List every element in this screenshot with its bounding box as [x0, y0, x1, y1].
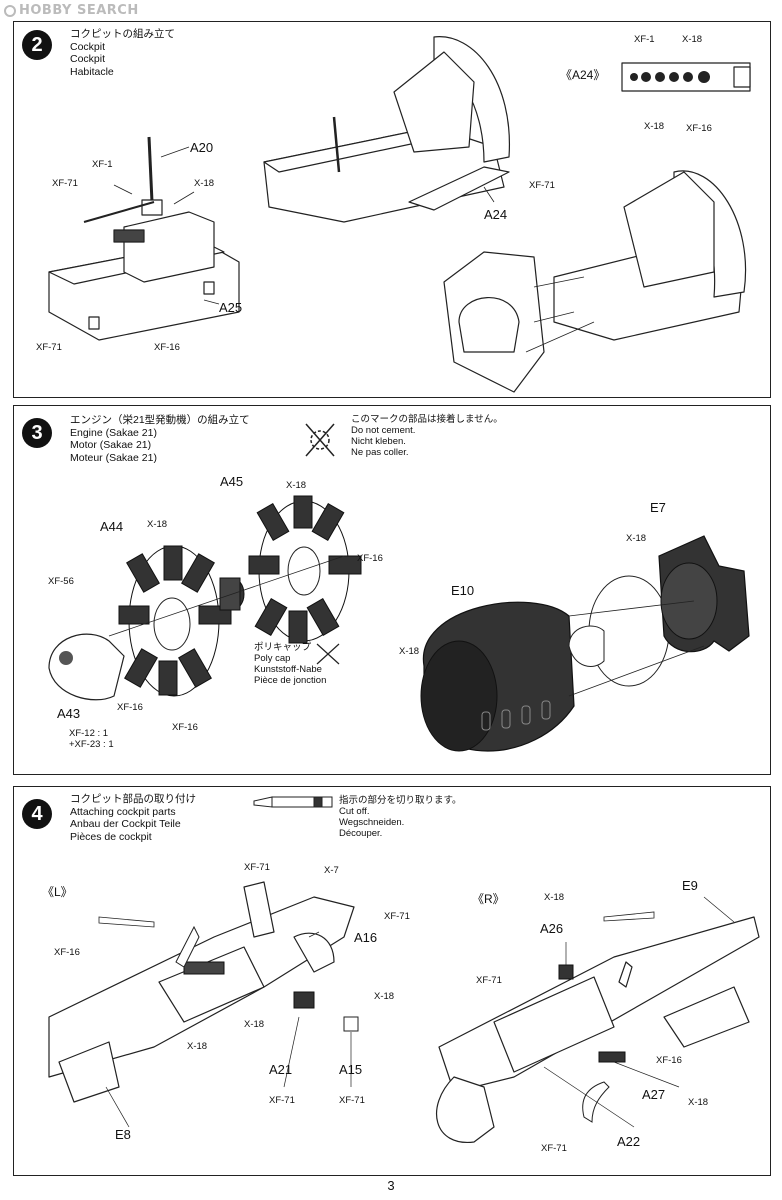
step-2-panel: 2 コクピットの組み立て Cockpit Cockpit Habitacle [13, 21, 771, 398]
part-e9-label: E9 [682, 878, 698, 893]
right-half-label: 《R》 [472, 892, 505, 906]
part-a25-label: A25 [219, 300, 243, 315]
part-e10-label: E10 [451, 583, 475, 598]
paint-xf1-label: XF-1 [92, 159, 113, 170]
paint-xf16-label: XF-16 [117, 702, 143, 713]
paint-xf71-label: XF-71 [36, 342, 62, 353]
paint-xf16-label: XF-16 [54, 947, 80, 958]
paint-x18-label: X-18 [626, 533, 647, 544]
paint-x18-label: X-18 [544, 892, 565, 903]
part-a44-label: A44 [100, 519, 124, 534]
paint-xf71-label: XF-71 [541, 1143, 567, 1154]
step-4-number: 4 [22, 799, 52, 829]
inset-paint-x18-label: X-18 [644, 121, 665, 132]
part-a24-label: A24 [484, 207, 508, 222]
part-a43-label: A43 [57, 706, 81, 721]
part-a15-label: A15 [339, 1062, 363, 1077]
paint-x7-label: X-7 [324, 865, 339, 876]
poly-cap-no-cement-icon [316, 643, 340, 665]
cut-off-note: 指示の部分を切り取ります。 Cut off. Wegschneiden. Déc… [339, 795, 462, 839]
step-2-number: 2 [22, 30, 52, 60]
paint-x18-label: X-18 [688, 1097, 709, 1108]
part-a26-label: A26 [540, 921, 564, 936]
part-a27-label: A27 [642, 1087, 666, 1102]
poly-cap-label: ポリキャップ Poly cap Kunststoff-Nabe Pièce de… [254, 642, 327, 686]
paint-xf71-label: XF-71 [269, 1095, 295, 1106]
part-a21-label: A21 [269, 1062, 293, 1077]
paint-xf71-label: XF-71 [384, 911, 410, 922]
part-a20-label: A20 [190, 140, 214, 155]
do-not-cement-note: このマークの部品は接着しません。 Do not cement. Nicht kl… [351, 414, 503, 458]
part-e8-label: E8 [115, 1127, 131, 1142]
step-3-engine-illustration [48, 423, 750, 752]
step-4-fuselage-illustration [48, 796, 760, 1143]
part-e7-label: E7 [650, 500, 666, 515]
paint-xf16-label: XF-16 [172, 722, 198, 733]
step-4-title: コクピット部品の取り付け Attaching cockpit parts Anb… [70, 793, 196, 843]
paint-xf56-label: XF-56 [48, 576, 74, 587]
paint-x18-label: X-18 [187, 1041, 208, 1052]
paint-x18-label: X-18 [286, 480, 307, 491]
paint-x18-label: X-18 [194, 178, 215, 189]
paint-x18-label: X-18 [147, 519, 168, 530]
watermark-logo-icon [4, 5, 16, 17]
inset-paint-x18-label: X-18 [682, 34, 703, 45]
step-2-cockpit-illustration [48, 36, 751, 393]
paint-xf16-label: XF-16 [154, 342, 180, 353]
no-cement-icon [305, 423, 335, 457]
step-3-panel: 3 エンジン（栄21型発動機）の組み立て Engine (Sakae 21) M… [13, 405, 771, 775]
page-number: 3 [387, 1178, 395, 1193]
paint-xf16-label: XF-16 [357, 553, 383, 564]
step-4-panel: 4 コクピット部品の取り付け Attaching cockpit parts A… [13, 786, 771, 1176]
paint-xf71-label: XF-71 [339, 1095, 365, 1106]
inset-a24-label: 《A24》 [560, 68, 606, 82]
step-3-title: エンジン（栄21型発動機）の組み立て Engine (Sakae 21) Mot… [70, 414, 250, 464]
inset-paint-xf16-label: XF-16 [686, 123, 712, 134]
left-half-label: 《L》 [42, 885, 73, 899]
paint-x18-label: X-18 [244, 1019, 265, 1030]
part-a22-label: A22 [617, 1134, 641, 1149]
step-2-title: コクピットの組み立て Cockpit Cockpit Habitacle [70, 28, 175, 78]
hobby-knife-icon [253, 796, 333, 808]
part-a45-label: A45 [220, 474, 244, 489]
paint-xf71-label: XF-71 [244, 862, 270, 873]
paint-mix-note: XF-12 : 1 +XF-23 : 1 [69, 728, 114, 750]
inset-paint-xf1-label: XF-1 [634, 34, 655, 45]
part-a16-label: A16 [354, 930, 378, 945]
hobby-search-watermark: HOBBY SEARCH [4, 3, 139, 18]
paint-xf71-label: XF-71 [529, 180, 555, 191]
paint-xf71-label: XF-71 [52, 178, 78, 189]
step-3-number: 3 [22, 418, 52, 448]
paint-xf16-label: XF-16 [656, 1055, 682, 1066]
paint-x18-label: X-18 [374, 991, 395, 1002]
paint-xf71-label: XF-71 [476, 975, 502, 986]
paint-x18-label: X-18 [399, 646, 420, 657]
